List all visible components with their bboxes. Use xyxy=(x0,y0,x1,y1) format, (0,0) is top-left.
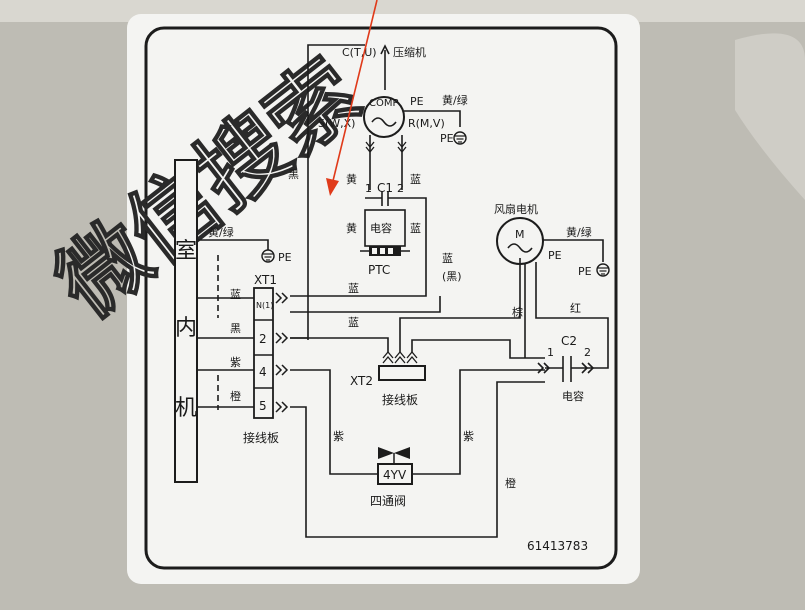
fan-motor-winding-icon xyxy=(507,243,533,253)
annotation-arrow xyxy=(326,0,378,196)
xt2-label: XT2 xyxy=(350,374,373,388)
valve-wire-left: 紫 xyxy=(333,430,344,443)
c1-label: C1 xyxy=(377,181,393,195)
wire-blue-1-label: 蓝 xyxy=(348,282,359,295)
indoor-ground-pe-label: PE xyxy=(278,251,292,264)
xt1-name: 接线板 xyxy=(243,430,279,445)
c1-pin-1: 1 xyxy=(365,182,372,195)
c1-wire-right-2: 蓝 xyxy=(410,222,421,235)
indoor-ground-wire xyxy=(197,239,269,250)
fan-pe-ground-label: PE xyxy=(578,265,592,278)
compressor-pe-wire xyxy=(404,110,461,127)
wire-blue-fan xyxy=(399,258,521,352)
xt2-terminal-block xyxy=(378,365,426,381)
wire-blue-compressor xyxy=(290,197,427,297)
fan-motor-title: 风扇电机 xyxy=(494,202,538,216)
indoor-ground-icon xyxy=(261,249,275,263)
compressor-ground-color: 黄/绿 xyxy=(442,93,468,107)
xt1-terminal-2: 2 xyxy=(259,332,267,346)
c1-wire-left: 黄 xyxy=(346,172,357,186)
wire-blue-xt2-2 xyxy=(290,337,389,352)
compressor-terminal-c: C(T,U) xyxy=(342,46,377,59)
xt2-connector-arrows xyxy=(382,350,418,364)
fan-motor-symbol xyxy=(496,217,544,265)
indoor-unit-char-1: 室 xyxy=(175,239,197,264)
compressor-winding-icon xyxy=(371,117,397,127)
fan-wire-brown-label: 棕 xyxy=(512,305,523,319)
label-sticker xyxy=(127,14,640,584)
part-number: 61413783 xyxy=(527,539,588,553)
fan-ground-color: 黄/绿 xyxy=(566,225,592,239)
fan-wire-red-label: 红 xyxy=(570,302,581,315)
label-border xyxy=(144,26,618,570)
compressor-cap-wires xyxy=(369,135,403,190)
wire-purple-left xyxy=(290,369,378,475)
wire-blue-2-label: 蓝 xyxy=(348,316,359,329)
wire-blue-xt2-1 xyxy=(290,296,441,313)
fan-ground-wire xyxy=(543,239,604,262)
compressor-title: 压缩机 xyxy=(393,45,426,59)
wire-purple-right xyxy=(412,369,545,475)
c2-pin-1: 1 xyxy=(547,346,554,359)
valve-solenoid-icon xyxy=(378,447,410,464)
xt1-wire-label-2: 黑 xyxy=(230,322,241,335)
xt1-terminal-5: 5 xyxy=(259,399,267,413)
compressor-wire-arrows xyxy=(365,141,407,154)
xt1-label: XT1 xyxy=(254,273,277,287)
ptc-label: PTC xyxy=(368,263,390,277)
valve-wire-right: 紫 xyxy=(463,430,474,443)
four-way-valve-label: 4YV xyxy=(383,468,407,482)
wire-black-compressor xyxy=(307,44,365,340)
indoor-ground-color-label: 黄/绿 xyxy=(208,225,234,239)
xt1-terminal-block xyxy=(253,287,274,419)
c1-pin-2: 2 xyxy=(397,182,404,195)
wire-orange xyxy=(290,381,545,538)
compressor-terminal-s: S(W,X) xyxy=(318,117,355,130)
wire-orange-label: 橙 xyxy=(505,476,516,490)
c2-pin-2: 2 xyxy=(584,346,591,359)
compressor-c-arrow xyxy=(380,44,390,90)
compressor-pe-ground-label: PE xyxy=(440,132,454,145)
fan-motor-m: M xyxy=(515,228,525,241)
indoor-unit-char-2: 内 xyxy=(175,316,197,341)
c1-wire-left-2: 黄 xyxy=(346,221,357,235)
c1-wire-right: 蓝 xyxy=(410,173,421,186)
wire-black-label: 黑 xyxy=(288,168,299,181)
fan-pe-label: PE xyxy=(548,249,562,262)
fan-wire-blue: 蓝 xyxy=(442,252,453,265)
c1-name: 电容 xyxy=(370,221,392,235)
indoor-unit-box xyxy=(174,159,198,483)
fan-wire-black: (黑) xyxy=(442,270,462,283)
compressor-pe-label: PE xyxy=(410,95,424,108)
ptc-resistor xyxy=(360,246,410,256)
c2-name: 电容 xyxy=(562,389,584,403)
c2-label: C2 xyxy=(561,334,577,348)
four-way-valve-box xyxy=(377,463,413,485)
four-way-valve-name: 四通阀 xyxy=(370,494,406,508)
xt1-wire-label-4: 橙 xyxy=(230,389,241,403)
xt1-wire-label-3: 紫 xyxy=(230,356,241,369)
indoor-unit-char-3: 机 xyxy=(175,396,197,421)
compressor-terminal-r: R(M,V) xyxy=(408,117,445,130)
compressor-symbol xyxy=(363,96,405,138)
xt1-terminal-1: N(1) xyxy=(256,301,273,310)
xt2-name: 接线板 xyxy=(382,392,418,407)
xt1-connector-arrows xyxy=(275,292,289,413)
c2-capacitor-symbol xyxy=(537,356,595,382)
wire-brown-cap xyxy=(411,339,545,359)
compressor-ground-icon xyxy=(453,131,467,145)
xt1-wire-label-1: 蓝 xyxy=(230,288,241,301)
photo-right-shape xyxy=(735,33,805,201)
fan-ground-icon xyxy=(596,263,610,277)
xt1-terminal-4: 4 xyxy=(259,365,267,379)
fan-wire-red xyxy=(535,262,609,369)
compressor-code: COMP xyxy=(369,98,399,109)
